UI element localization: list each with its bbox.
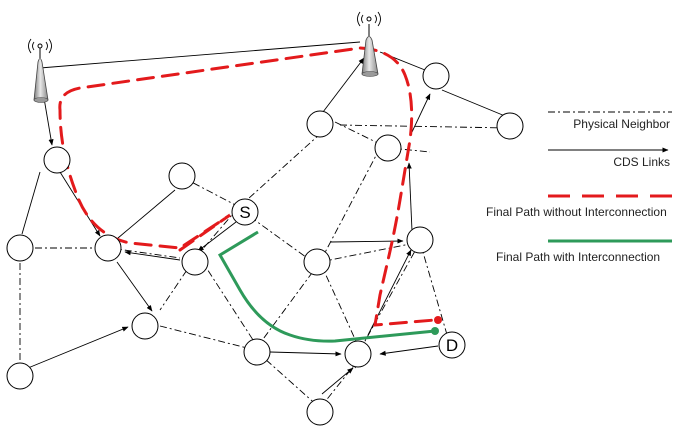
cds-links bbox=[21, 41, 506, 395]
destination-node bbox=[438, 331, 466, 359]
network-node bbox=[168, 162, 196, 190]
path-end-dot-green bbox=[431, 327, 439, 335]
network-node bbox=[344, 340, 372, 368]
network-node bbox=[406, 226, 434, 254]
network-node bbox=[303, 248, 331, 276]
tower-icon bbox=[357, 11, 381, 77]
destination-label: D bbox=[446, 336, 458, 355]
legend-path-with-label: Final Path with Interconnection bbox=[496, 250, 660, 264]
network-node bbox=[243, 338, 271, 366]
network-node bbox=[131, 312, 159, 340]
tower-icon bbox=[28, 38, 52, 103]
path-without-interconnection bbox=[58, 46, 437, 327]
network-node bbox=[181, 248, 209, 276]
network-node bbox=[43, 146, 71, 174]
network-node bbox=[94, 234, 122, 262]
legend: Physical Neighbor CDS Links Final Path w… bbox=[486, 111, 672, 264]
network-node bbox=[496, 112, 524, 140]
path-end-dot-red bbox=[434, 316, 442, 324]
source-label: S bbox=[239, 203, 250, 222]
physical-neighbor-links bbox=[19, 121, 511, 409]
network-nodes bbox=[6, 62, 524, 426]
network-node bbox=[374, 134, 402, 162]
legend-cds-links-label: CDS Links bbox=[613, 155, 670, 169]
network-node bbox=[306, 110, 334, 138]
path-with-interconnection bbox=[217, 230, 436, 343]
network-node bbox=[422, 62, 450, 90]
network-node bbox=[6, 234, 34, 262]
network-node bbox=[306, 398, 334, 426]
legend-physical-neighbor-label: Physical Neighbor bbox=[573, 117, 670, 131]
legend-path-without-label: Final Path without Interconnection bbox=[486, 205, 667, 219]
source-node bbox=[231, 198, 259, 226]
network-node bbox=[6, 362, 34, 390]
